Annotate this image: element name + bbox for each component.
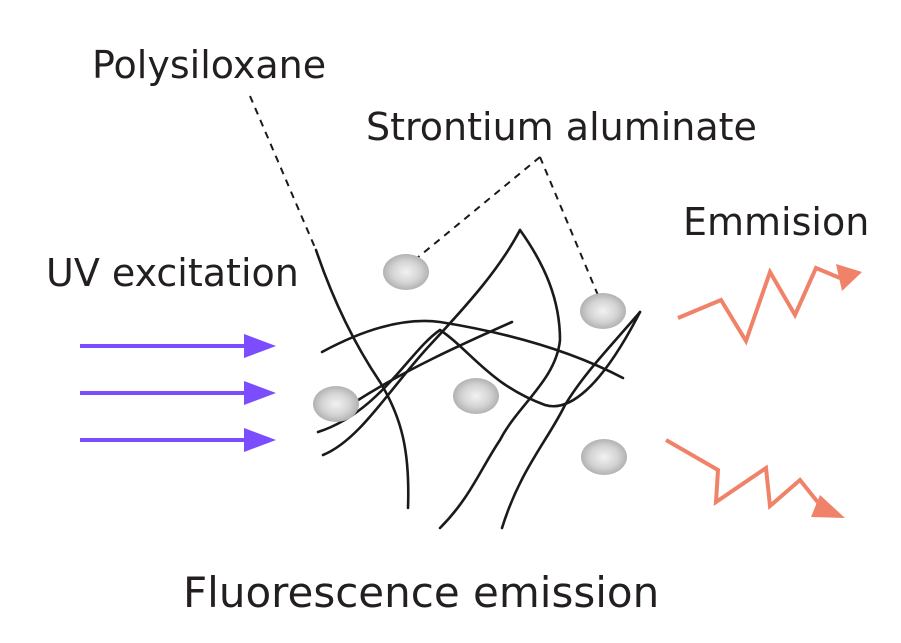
particle — [383, 254, 429, 290]
particle — [313, 386, 359, 422]
polysiloxane-leader — [249, 95, 317, 251]
leader-lines — [249, 95, 601, 301]
uv-arrow — [80, 381, 276, 405]
uv-arrow — [80, 428, 276, 452]
strontium-leader-right — [539, 156, 601, 301]
diagram-caption: Fluorescence emission — [183, 568, 660, 617]
uv-excitation-label: UV excitation — [46, 251, 299, 295]
uv-arrow — [80, 334, 276, 358]
emission-arrow — [665, 438, 845, 518]
uv-arrows — [80, 334, 276, 452]
strontium-aluminate-label: Strontium aluminate — [366, 105, 757, 149]
polymer-chain — [500, 310, 642, 530]
polymer-chain — [314, 248, 410, 510]
polymer-chain — [353, 320, 514, 404]
particle — [581, 439, 627, 475]
polymer-chain — [438, 228, 562, 530]
emission-arrow — [677, 264, 862, 346]
strontium-aluminate-particles — [313, 254, 627, 475]
emission-arrows — [665, 264, 862, 518]
polysiloxane-label: Polysiloxane — [92, 43, 327, 87]
polymer-chain — [316, 310, 642, 434]
polymer-chain — [321, 228, 522, 457]
particle — [453, 378, 499, 414]
polysiloxane-network — [314, 228, 642, 530]
strontium-leader-left — [404, 156, 541, 269]
emission-label: Emmision — [683, 200, 870, 244]
particle — [580, 293, 626, 329]
polymer-chain — [320, 319, 625, 380]
